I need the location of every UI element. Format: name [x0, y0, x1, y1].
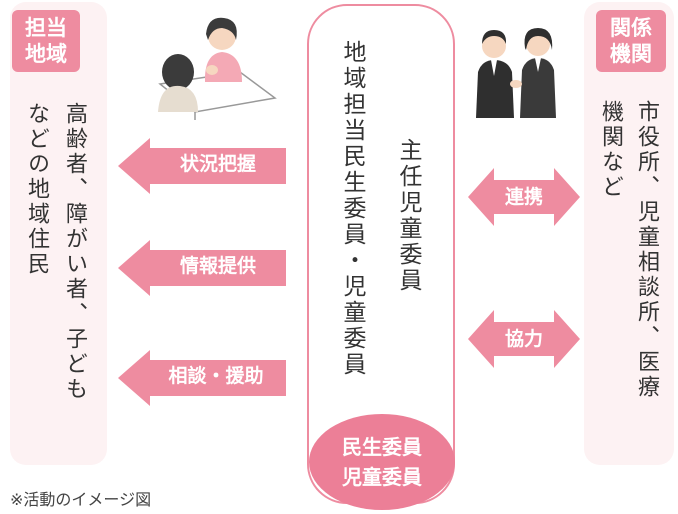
commissioners-badge-line1: 民生委員: [342, 435, 422, 459]
local-area-tag: 担当 地域: [12, 10, 80, 72]
related-agencies-text-1: 市役所、児童相談所、医療: [634, 100, 659, 400]
local-area-tag-line1: 担当: [25, 16, 67, 40]
chief-child-commissioner-text: 主任児童委員: [395, 138, 421, 294]
arrow-collaboration: [468, 310, 580, 368]
arrow-label-consultation-support: 相談・援助: [168, 365, 264, 387]
arrow-label-collaboration: 協力: [504, 328, 543, 350]
local-area-panel: [10, 2, 107, 465]
residents-consultation-illustration: [158, 17, 277, 120]
arrow-cooperation: [468, 168, 580, 226]
arrow-consultation-support: [118, 350, 286, 406]
arrow-label-status-grasp: 状況把握: [179, 153, 256, 175]
local-area-tag-line2: 地域: [25, 42, 67, 66]
local-residents-text-2: などの地域住民: [24, 102, 49, 277]
arrow-status-grasp: [118, 138, 286, 194]
arrow-label-cooperation: 連携: [504, 186, 543, 208]
related-agencies-tag: 関係 機関: [596, 10, 666, 72]
district-commissioner-text: 地域担当民生委員・児童委員: [339, 40, 365, 378]
local-residents-text-1: 高齢者、障がい者、子ども: [62, 102, 87, 402]
commissioners-badge-line2: 児童委員: [342, 465, 422, 489]
arrow-label-info-provision: 情報提供: [179, 255, 256, 277]
related-agencies-tag-line2: 機関: [610, 42, 652, 66]
related-agencies-panel: [584, 2, 674, 465]
commissioners-badge: 民生委員 児童委員: [309, 414, 455, 510]
arrow-info-provision: [118, 240, 286, 296]
related-agencies-tag-line1: 関係: [610, 16, 652, 40]
related-agencies-text-2: 機関など: [598, 100, 623, 200]
diagram-caption: ※活動のイメージ図: [10, 490, 152, 509]
agencies-collaboration-illustration: [476, 28, 556, 118]
